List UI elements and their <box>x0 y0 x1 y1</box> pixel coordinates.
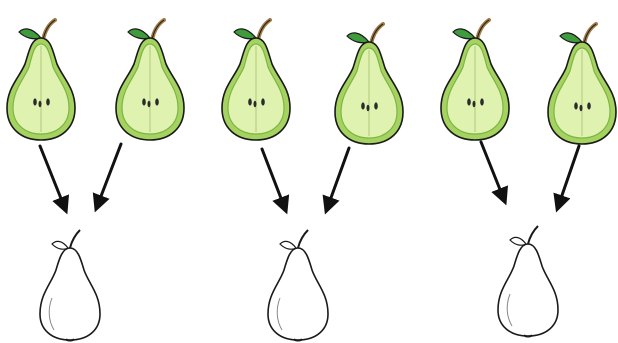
arrow-down-icon <box>262 149 284 206</box>
whole-pear-outline-icon <box>498 226 558 337</box>
arrow-down-icon <box>98 144 121 204</box>
pear-group-1 <box>7 20 184 341</box>
half-pear-icon <box>548 24 616 144</box>
pear-group-2 <box>222 20 403 341</box>
arrow-down-icon <box>481 142 503 197</box>
arrow-down-icon <box>328 148 349 206</box>
half-pear-icon <box>7 20 75 140</box>
half-pear-icon <box>116 20 184 140</box>
half-pear-icon <box>441 20 509 140</box>
half-pear-icon <box>222 20 290 140</box>
whole-pear-outline-icon <box>268 230 328 341</box>
arrow-down-icon <box>40 146 64 206</box>
half-pear-icon <box>335 24 403 144</box>
arrow-down-icon <box>559 146 579 204</box>
pear-group-3 <box>441 20 616 337</box>
whole-pear-outline-icon <box>40 230 100 341</box>
